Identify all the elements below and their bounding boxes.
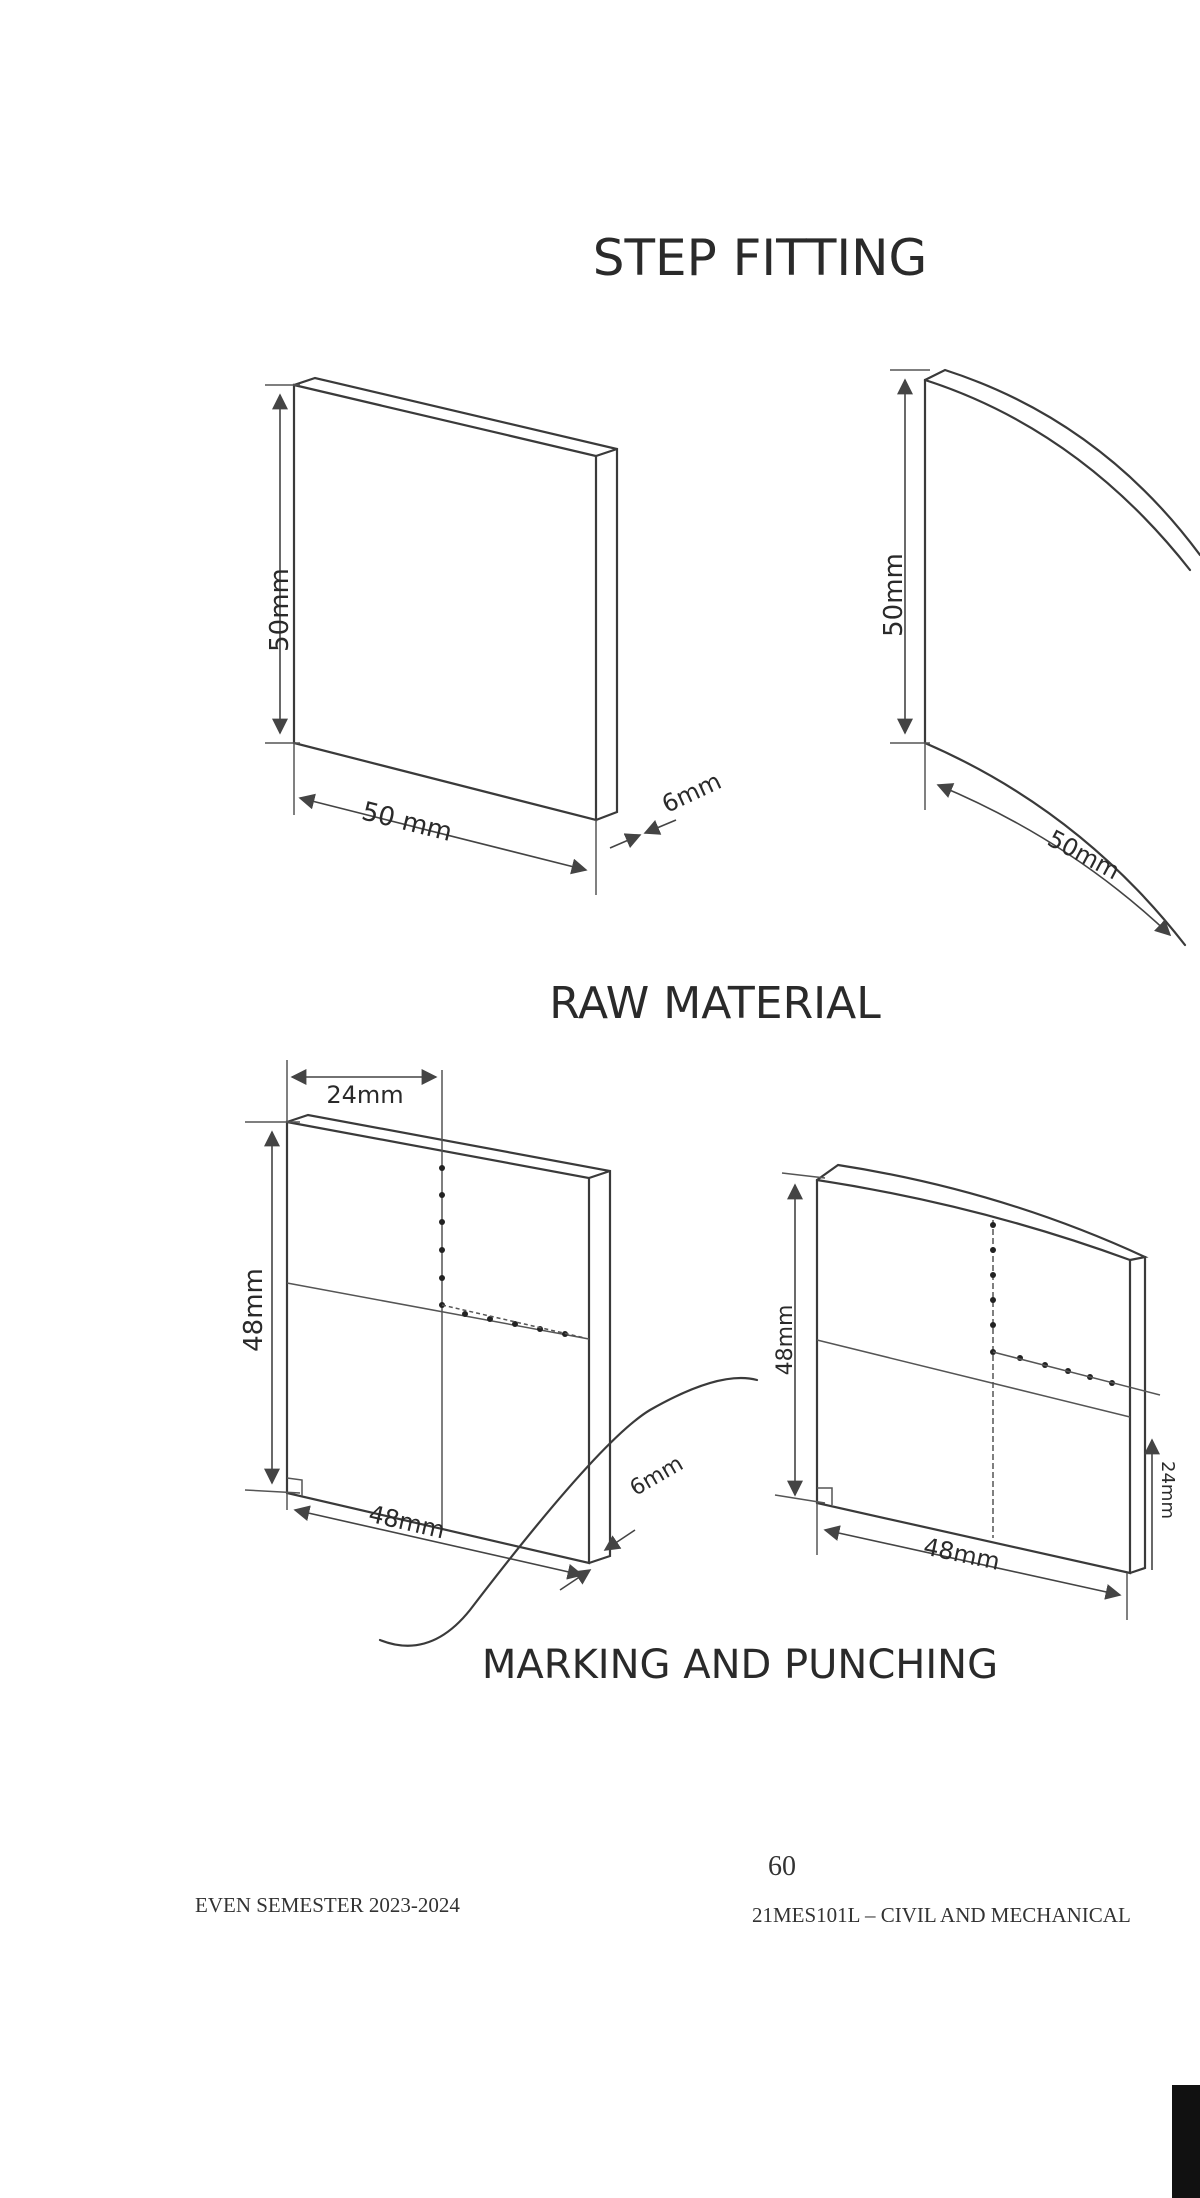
front-width-label: 48mm xyxy=(366,1500,448,1545)
side-height-label: 48mm xyxy=(773,1305,798,1376)
raw-curved-plate xyxy=(890,368,1200,947)
page-edge-shadow xyxy=(1172,2085,1200,2198)
page-title: STEP FITTING xyxy=(593,229,928,287)
front-half-width-label: 24mm xyxy=(326,1081,403,1109)
page-number: 60 xyxy=(768,1851,796,1882)
footer-semester: EVEN SEMESTER 2023-2024 xyxy=(195,1893,460,1917)
flat-height-label: 50mm xyxy=(265,568,295,652)
raw-material-caption: RAW MATERIAL xyxy=(549,978,881,1029)
front-height-label: 48mm xyxy=(239,1268,269,1352)
flat-thickness-label: 6mm xyxy=(658,767,726,819)
curved-height-label: 50mm xyxy=(879,553,909,637)
side-width-label: 48mm xyxy=(921,1532,1002,1575)
marking-caption: MARKING AND PUNCHING xyxy=(482,1642,998,1688)
raw-flat-plate xyxy=(265,376,677,895)
marked-curved-plate xyxy=(774,1163,1161,1620)
side-half-height-label: 24mm xyxy=(1157,1461,1178,1519)
leader-line xyxy=(378,1376,759,1647)
marked-flat-plate xyxy=(244,1060,636,1591)
flat-width-label: 50 mm xyxy=(359,797,456,848)
curved-width-label: 50mm xyxy=(1043,824,1124,885)
footer-course: 21MES101L – CIVIL AND MECHANICAL xyxy=(752,1903,1131,1927)
front-thickness-label: 6mm xyxy=(626,1451,688,1501)
